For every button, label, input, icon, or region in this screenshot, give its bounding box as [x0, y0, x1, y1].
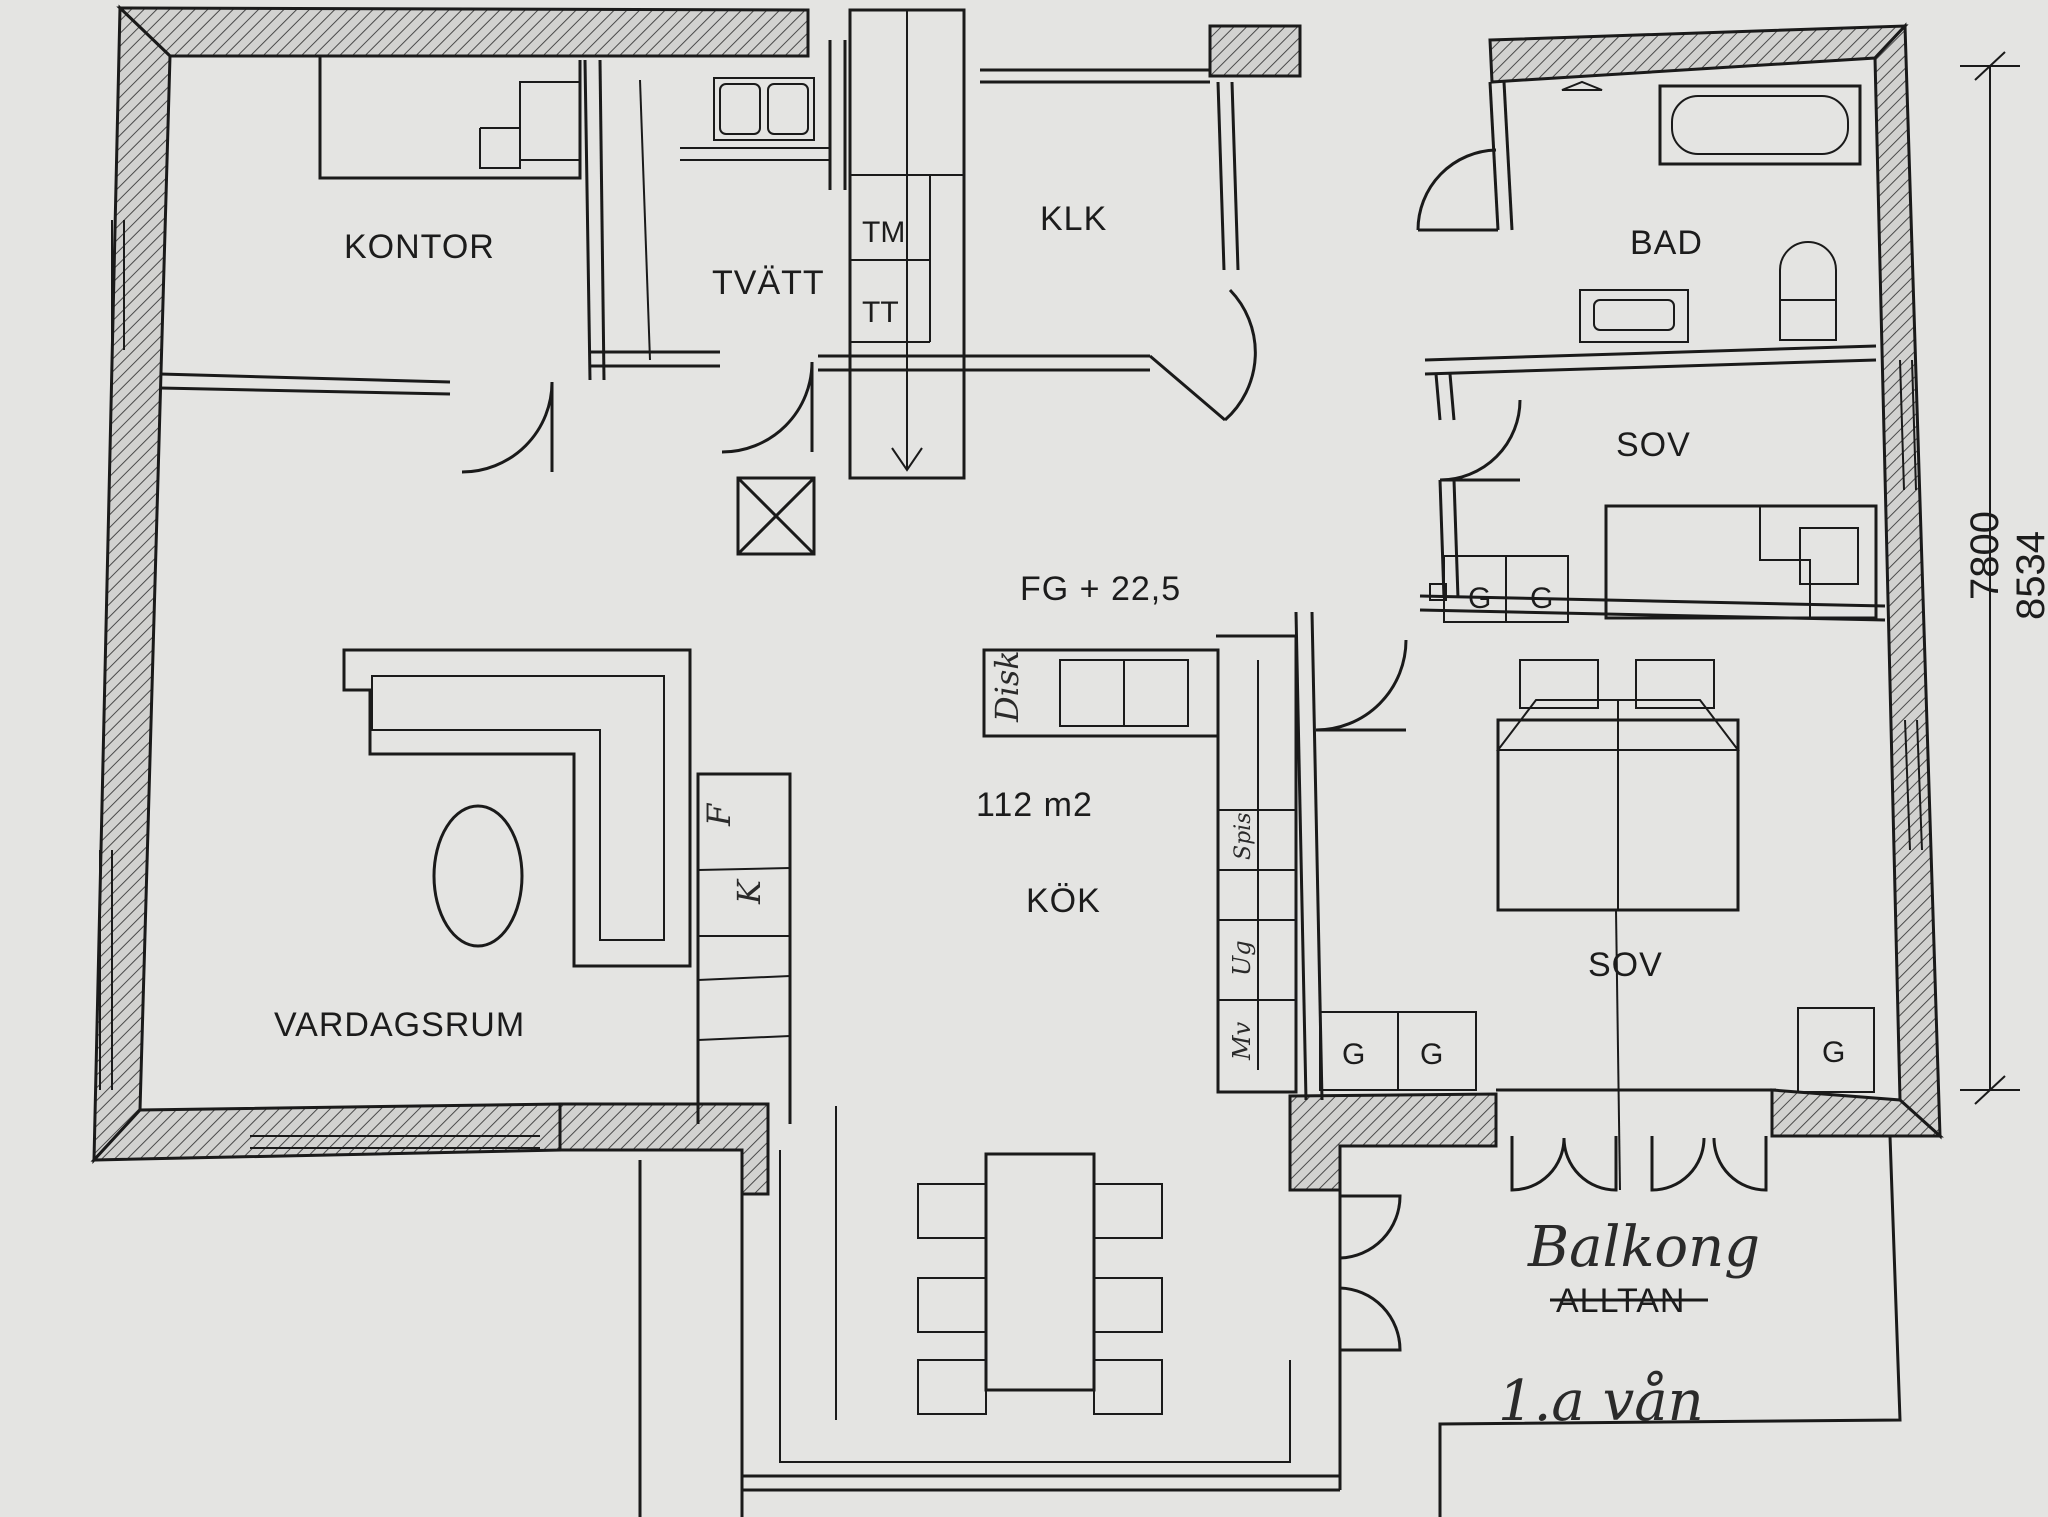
closet-label: G [1420, 1038, 1443, 1071]
dimension-lines [1960, 51, 2020, 1105]
handwritten-notes: Balkong 1.a vån Disk F K Spis Ug Mv [700, 650, 1760, 1434]
closet-label: G [1468, 582, 1491, 615]
windows-left [99, 220, 1923, 1149]
fixtures [318, 56, 1902, 1517]
tm-label: TM [862, 216, 905, 249]
dimension-labels: 7800 8534 [1963, 511, 2048, 620]
dimension-inner: 7800 [1963, 511, 2007, 600]
floor-handwritten: 1.a vån [1498, 1369, 1704, 1434]
doors [461, 148, 1768, 1352]
room-label-sov-upper: SOV [1616, 426, 1691, 464]
disk-handwritten: Disk [988, 650, 1026, 723]
cabinet-handwritten: Mv [1228, 1021, 1256, 1061]
closet-label: G [1530, 582, 1553, 615]
dimension-outer: 8534 [2009, 531, 2048, 620]
exterior-walls [90, 4, 1944, 1196]
room-label-bad: BAD [1630, 224, 1703, 262]
room-label-sov-lower: SOV [1588, 946, 1663, 984]
closet-label: G [1342, 1038, 1365, 1071]
level-annotation: FG + 22,5 [1020, 570, 1181, 608]
room-label-tvatt: TVÄTT [712, 264, 825, 302]
cabinet-handwritten: Ug [1228, 940, 1256, 976]
tt-label: TT [862, 296, 899, 329]
kf-handwritten: F [700, 802, 738, 827]
balcony-handwritten: Balkong [1527, 1215, 1760, 1280]
room-label-kok: KÖK [1026, 882, 1101, 920]
room-label-vardagsrum: VARDAGSRUM [274, 1006, 525, 1044]
interior-walls [159, 8, 1886, 1101]
room-labels: KONTOR TVÄTT KLK BAD SOV SOV KÖK VARDAGS… [274, 200, 1845, 1320]
area-annotation: 112 m2 [976, 786, 1093, 824]
closet-label: G [1822, 1036, 1845, 1069]
cabinet-handwritten: Spis [1231, 813, 1256, 860]
kf-handwritten: K [730, 878, 768, 905]
room-label-klk: KLK [1040, 200, 1107, 238]
room-label-kontor: KONTOR [344, 228, 495, 266]
